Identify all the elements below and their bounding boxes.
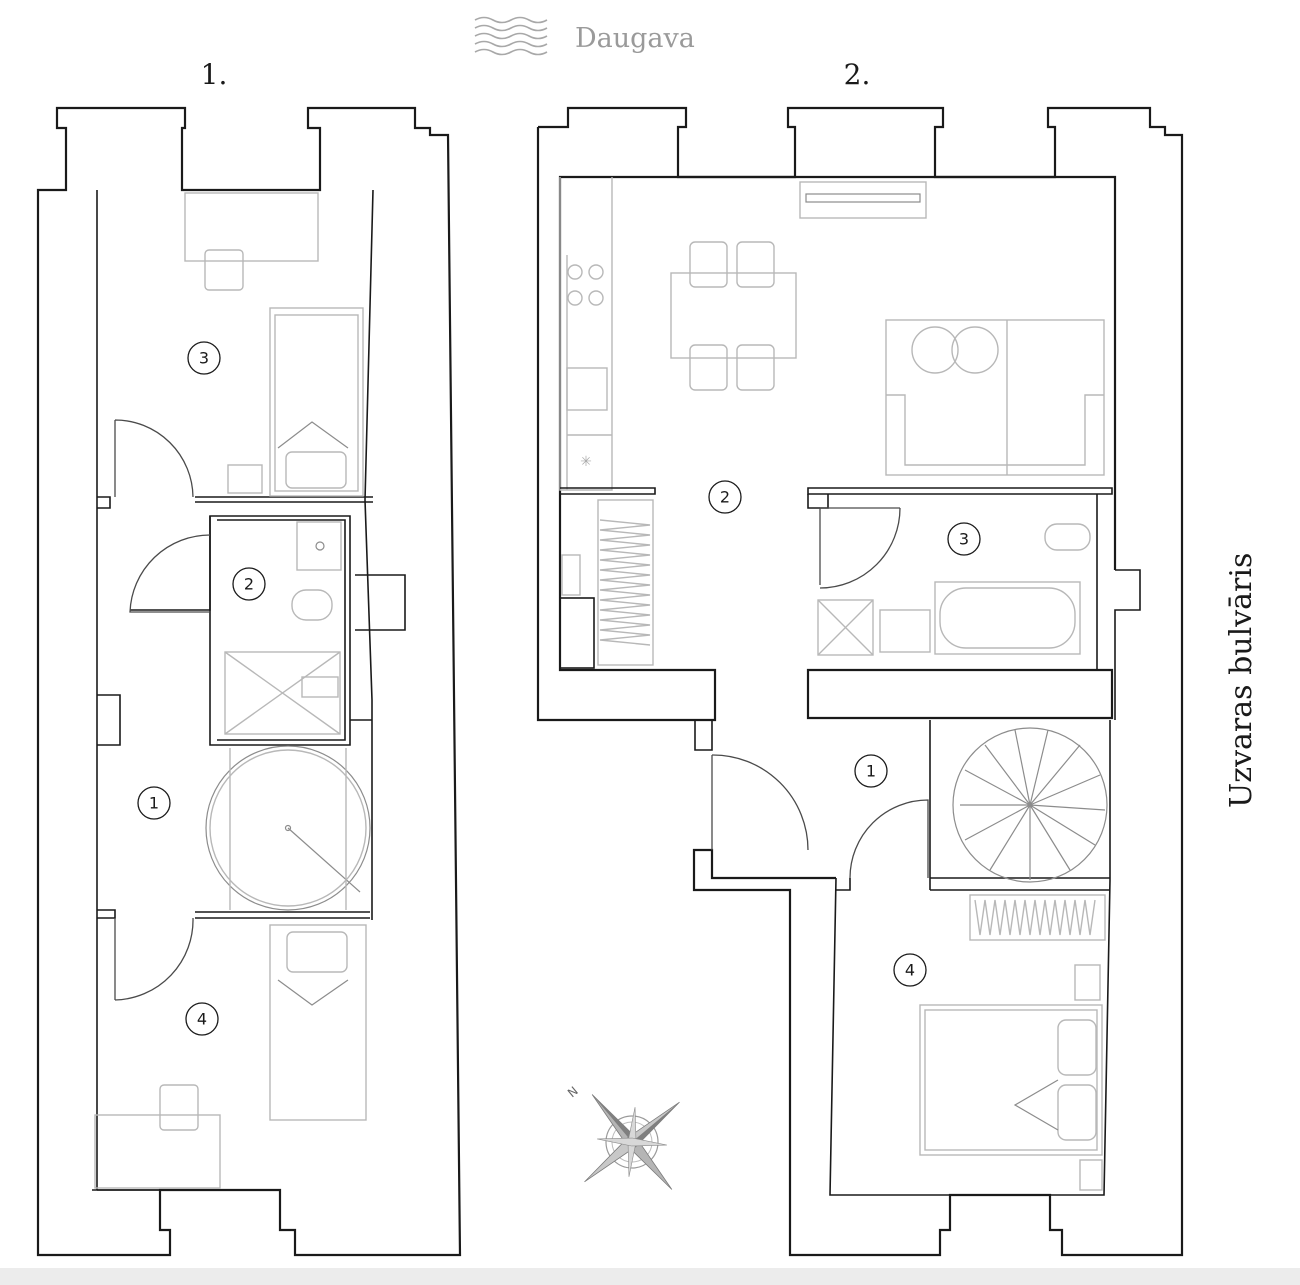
room-number: 1: [149, 794, 159, 813]
compass-rose-icon: N: [565, 1084, 680, 1190]
street-label: Uzvaras bulvāris: [1224, 553, 1259, 808]
room-number: 2: [244, 575, 254, 594]
plan-2-room-2: 2: [708, 480, 742, 514]
plan-1-room-4: 4: [185, 1002, 219, 1036]
plan-1-outer-wall: [36, 106, 462, 1257]
plan-1-room-3: 3: [187, 341, 221, 375]
plan-2-title: 2.: [844, 58, 871, 91]
room-number: 1: [866, 762, 876, 781]
plan-2-room-4: 4: [893, 953, 927, 987]
plan-1: 1 2 3 4: [36, 106, 462, 1257]
room-number: 4: [905, 961, 915, 980]
plan-1-title: 1.: [201, 58, 228, 91]
room-number: 3: [959, 530, 969, 549]
plan-1-room-2: 2: [232, 567, 266, 601]
room-number: 4: [197, 1010, 207, 1029]
water-waves-icon: [474, 16, 548, 56]
svg-text:✳: ✳: [580, 454, 592, 470]
river-header: Daugava: [474, 16, 695, 56]
room-number: 3: [199, 349, 209, 368]
room-number: 2: [720, 488, 730, 507]
compass-north-label: N: [565, 1084, 581, 1100]
plan-2-room-1: 1: [854, 754, 888, 788]
plan-2-outer-wall: [538, 106, 1184, 1257]
plan-1-room-1: 1: [137, 786, 171, 820]
plan-2-room-3: 3: [947, 522, 981, 556]
river-label: Daugava: [575, 23, 695, 54]
bottom-bar: [0, 1268, 1300, 1285]
plan-2: ✳: [536, 106, 1184, 1257]
